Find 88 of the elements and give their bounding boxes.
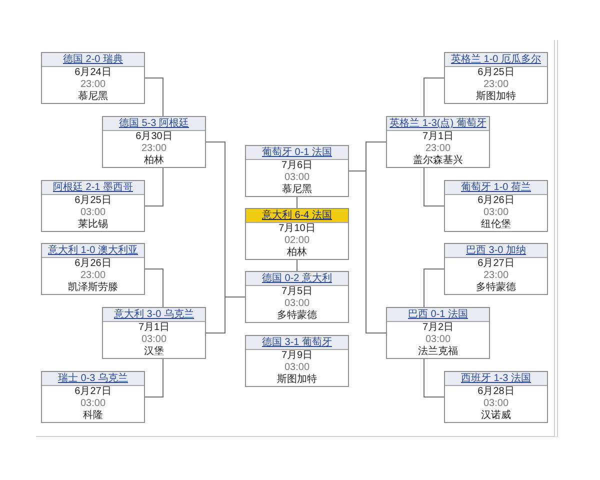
match-venue: 斯图加特 — [476, 91, 516, 103]
match-box — [41, 180, 145, 232]
match-header: 巴西 0-1 法国 — [387, 308, 489, 322]
match-venue: 多特蒙德 — [277, 310, 317, 322]
match-date: 6月27日 — [74, 386, 112, 398]
match-date: 7月5日 — [281, 286, 313, 298]
match-header: 巴西 3-0 加纳 — [445, 244, 547, 258]
match-box — [444, 52, 548, 104]
match-time: 03:00 — [483, 398, 509, 410]
match-time: 03:00 — [284, 298, 310, 310]
match-time: 02:00 — [284, 235, 310, 246]
match-box — [41, 243, 145, 295]
connector-line — [424, 78, 444, 116]
connector-line — [296, 260, 298, 272]
match-venue: 斯图加特 — [277, 374, 317, 386]
match-header: 阿根廷 2-1 墨西哥 — [42, 181, 144, 195]
match-venue: 多特蒙德 — [476, 282, 516, 294]
match-box — [102, 307, 206, 359]
match-venue: 科隆 — [83, 410, 103, 422]
match-venue: 汉堡 — [144, 346, 164, 358]
match-venue: 法兰克福 — [418, 346, 458, 358]
connector-line — [296, 196, 298, 208]
match-time: 23:00 — [80, 270, 106, 282]
match-venue: 柏林 — [144, 155, 164, 167]
match-header: 西班牙 1-3 法国 — [445, 372, 547, 386]
match-venue: 汉诺威 — [481, 410, 511, 422]
match-header: 德国 3-1 葡萄牙 — [246, 336, 348, 350]
match-date: 7月1日 — [422, 131, 454, 143]
match-header: 葡萄牙 1-0 荷兰 — [445, 181, 547, 195]
match-time: 23:00 — [80, 79, 106, 90]
match-venue: 凯泽斯劳滕 — [68, 282, 118, 294]
match-box — [41, 52, 145, 104]
match-box — [245, 145, 349, 197]
match-date: 7月6日 — [281, 160, 313, 172]
match-box — [444, 371, 548, 423]
match-box — [102, 116, 206, 168]
match-time: 23:00 — [483, 270, 509, 282]
match-date: 7月9日 — [281, 350, 313, 362]
match-date: 7月1日 — [138, 322, 170, 334]
match-header: 葡萄牙 0-1 法国 — [246, 146, 348, 160]
match-box — [386, 307, 490, 359]
match-date: 6月30日 — [136, 131, 172, 143]
match-venue: 柏林 — [287, 247, 307, 259]
match-date: 6月25日 — [478, 67, 514, 79]
connector-line — [144, 168, 164, 206]
match-date: 6月28日 — [478, 386, 514, 398]
match-date: 6月24日 — [74, 67, 112, 79]
match-time: 03:00 — [141, 334, 167, 346]
match-time: 03:00 — [80, 398, 106, 410]
match-box — [245, 208, 349, 260]
match-date: 6月25日 — [74, 195, 112, 207]
connector-line — [348, 170, 386, 334]
match-time: 03:00 — [483, 207, 509, 219]
match-box — [41, 371, 145, 423]
match-header: 德国 5-3 阿根廷 — [103, 117, 205, 131]
connector-line — [424, 268, 444, 308]
connector-line — [144, 268, 164, 308]
match-venue: 纽伦堡 — [481, 219, 511, 231]
connector-line — [144, 358, 164, 398]
match-time: 03:00 — [284, 172, 310, 184]
match-time: 23:00 — [483, 79, 509, 90]
connector-line — [206, 296, 246, 334]
match-box — [245, 271, 349, 323]
match-date: 6月26日 — [74, 258, 112, 270]
match-venue: 盖尔森基兴 — [413, 155, 463, 167]
match-time: 23:00 — [425, 143, 451, 154]
match-time: 23:00 — [141, 143, 167, 154]
match-box — [444, 243, 548, 295]
match-date: 7月2日 — [422, 322, 454, 334]
connector-line — [424, 358, 444, 398]
match-time: 03:00 — [425, 334, 451, 346]
match-header: 德国 2-0 瑞典 — [42, 53, 144, 67]
match-box — [386, 116, 490, 168]
match-date: 6月27日 — [478, 258, 514, 270]
match-venue: 慕尼黑 — [282, 184, 312, 196]
match-header: 英格兰 1-3(点) 葡萄牙 — [387, 117, 489, 131]
match-venue: 慕尼黑 — [78, 91, 108, 103]
connector-line — [424, 168, 444, 206]
match-header: 英格兰 1-0 厄瓜多尔 — [445, 53, 547, 67]
match-time: 03:00 — [284, 362, 310, 374]
match-header: 瑞士 0-3 乌克兰 — [42, 372, 144, 386]
match-date: 7月10日 — [278, 223, 316, 235]
match-venue: 莱比锡 — [78, 219, 108, 231]
match-time: 03:00 — [80, 207, 106, 218]
connector-line — [144, 78, 164, 116]
match-date: 6月26日 — [478, 195, 514, 207]
match-box — [444, 180, 548, 232]
match-box — [245, 335, 349, 387]
